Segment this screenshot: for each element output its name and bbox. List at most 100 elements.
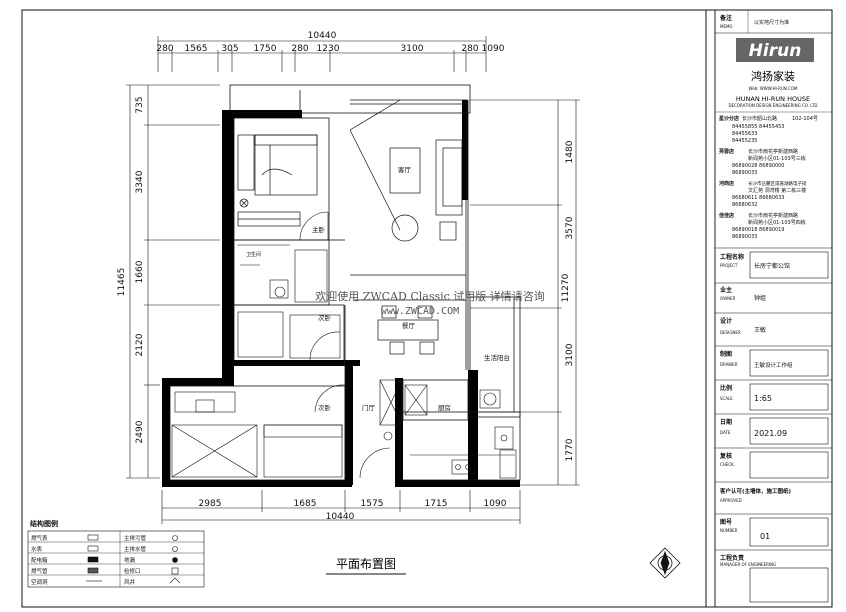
- row-owner-label: 业主: [720, 286, 732, 294]
- bottom-dim-1: 2985: [199, 499, 222, 509]
- office-2-name: 芙蓉店: [719, 148, 734, 155]
- top-dim-5: 280: [291, 44, 308, 54]
- room-living: 客厅: [398, 165, 412, 174]
- legend-right-5: 风井: [124, 578, 136, 586]
- drain-pipe-icon: [172, 546, 178, 552]
- top-dim-2: 1565: [185, 44, 208, 54]
- top-dimensions: [157, 36, 487, 72]
- wall-outlines: [169, 84, 521, 481]
- title-block-rows: [715, 251, 832, 603]
- left-dimensions: [126, 84, 220, 479]
- compass-icon: [649, 547, 681, 579]
- master-bed: [237, 134, 318, 227]
- left-total-dim: 11465: [117, 268, 127, 297]
- office-3-line-2: 86680632: [732, 202, 757, 208]
- water-meter-icon: [87, 545, 99, 552]
- right-dim-2: 3570: [565, 216, 575, 239]
- row-number-label: 图号: [720, 518, 732, 526]
- room-kitchen: 厨房: [438, 403, 451, 412]
- sewage-pipe-icon: [172, 535, 178, 541]
- office-2-suite: 新闻苑小区01-103号三栋: [748, 155, 806, 162]
- office-1-line-2: 84455633: [732, 131, 757, 137]
- left-dim-4: 2120: [135, 333, 145, 356]
- legend-right-3: 地漏: [124, 556, 136, 564]
- memo-label: 备注: [719, 14, 732, 22]
- left-dim-2: 3340: [135, 170, 145, 193]
- memo-value: 以实地尺寸为准: [754, 19, 789, 26]
- row-designer-en: DESIGNER: [720, 330, 741, 335]
- living-sofa: [349, 99, 463, 242]
- room-balcony: 生活阳台: [484, 353, 510, 362]
- left-dim-5: 2490: [135, 420, 145, 443]
- room-master: 主卧: [312, 225, 326, 234]
- left-dim-3: 1660: [135, 260, 145, 283]
- office-4-name: 佳佳店: [719, 212, 734, 219]
- row-owner-en: OWNER: [720, 296, 736, 301]
- memo-en: MEMO: [720, 24, 733, 29]
- company-logo-text: Hirun: [749, 41, 802, 61]
- bathroom-fixtures: [237, 244, 328, 303]
- right-total-dim: 11270: [561, 273, 571, 302]
- office-1-line-3: 84455235: [732, 138, 757, 144]
- right-dimensions: [470, 99, 580, 486]
- distribution-box-icon: [87, 556, 99, 563]
- bottom-dim-2: 1685: [294, 499, 317, 509]
- top-dim-4: 1750: [254, 44, 277, 54]
- row-drawer-label: 制图: [720, 350, 732, 358]
- right-dim-3: 3100: [565, 343, 575, 366]
- dining-set: [353, 299, 466, 355]
- legend-right-2: 主排水管: [124, 545, 147, 553]
- office-2-line-1: 86890028 86890000: [732, 163, 785, 169]
- kitchen-fixtures: [359, 379, 517, 479]
- top-dim-3: 305: [221, 44, 238, 54]
- row-drawer-en: DRAWER: [720, 362, 738, 367]
- walls: [162, 100, 520, 487]
- company-logo: [736, 38, 814, 62]
- top-dim-8: 280: [461, 44, 478, 54]
- trial-watermark: 欢迎使用 ZWCAD Classic 试用版 详情请咨询: [315, 289, 545, 303]
- room-third: 次卧: [318, 403, 332, 412]
- row-project-value: 长房宁都公馆: [754, 262, 790, 270]
- top-dim-1: 280: [156, 44, 173, 54]
- access-hatch-icon: [171, 567, 179, 575]
- floor-drain-icon: [172, 557, 178, 563]
- room-dining: 餐厅: [402, 321, 416, 330]
- company-name: 鸿扬家装: [751, 69, 795, 83]
- row-scale-label: 比例: [720, 384, 732, 392]
- master-bed-door: [299, 211, 329, 241]
- air-shaft-icon: [169, 577, 181, 584]
- row-designer-value: 王敏: [754, 326, 766, 334]
- office-3-name: 河西店: [718, 180, 734, 187]
- row-designer-label: 设计: [720, 317, 732, 325]
- office-2-line-2: 86890033: [732, 170, 757, 176]
- office-list: 星沙分店 长沙市韶山北路 102-104号 84455855 84455453 …: [718, 115, 818, 240]
- third-bedroom: [171, 384, 346, 478]
- office-4-line-1: 86890018 86890019: [732, 227, 785, 233]
- legend-right-1: 主排污管: [124, 534, 147, 542]
- second-bedroom: [236, 311, 341, 366]
- bottom-dimensions: [161, 490, 521, 524]
- gas-pipe-icon: [87, 567, 99, 574]
- company-url: Web: WWW.HI-RUN.COM: [748, 86, 798, 91]
- row-project-label: 工程名称: [720, 253, 744, 261]
- room-second: 次卧: [318, 313, 332, 322]
- row-date-label: 日期: [720, 418, 732, 426]
- bottom-total-dim: 10440: [326, 512, 355, 522]
- top-dim-7: 3100: [401, 44, 424, 54]
- legend: 结构图例 燃气表 水表 配电箱 燃气管 空调洞 主排污管 主排水管 地漏 检修口…: [27, 519, 205, 588]
- office-3-suite: 文汇苑 洞湾楼 第二栋三楼: [748, 187, 806, 194]
- row-project-en: PROJECT: [720, 263, 738, 268]
- floor-plan: 客厅 主卧 卫生间 餐厅 次卧 次卧 生活阳台 门厅 厨房: [162, 84, 521, 487]
- row-approved-label: 客户认可(主墙体，施工图纸): [719, 487, 792, 495]
- row-scale-en: SCALE: [720, 396, 733, 401]
- title-block: 备注 MEMO 以实地尺寸为准 Hirun 鸿扬家装 Web: WWW.HI-R…: [714, 9, 833, 608]
- office-1-suite: 102-104号: [792, 116, 818, 122]
- trial-watermark-url: www.ZWCAD.COM: [381, 306, 459, 317]
- office-1-name: 星沙分店: [719, 115, 739, 122]
- office-3-line-1: 86680611 86680633: [732, 195, 785, 201]
- row-date-value: 2021.09: [754, 429, 787, 438]
- office-4-line-2: 86890033: [732, 234, 757, 240]
- room-bath: 卫生间: [246, 251, 261, 258]
- office-3-addr: 长沙市岳麓区咸嘉湖路电子街: [748, 180, 807, 187]
- row-scale-value: 1:65: [754, 394, 772, 403]
